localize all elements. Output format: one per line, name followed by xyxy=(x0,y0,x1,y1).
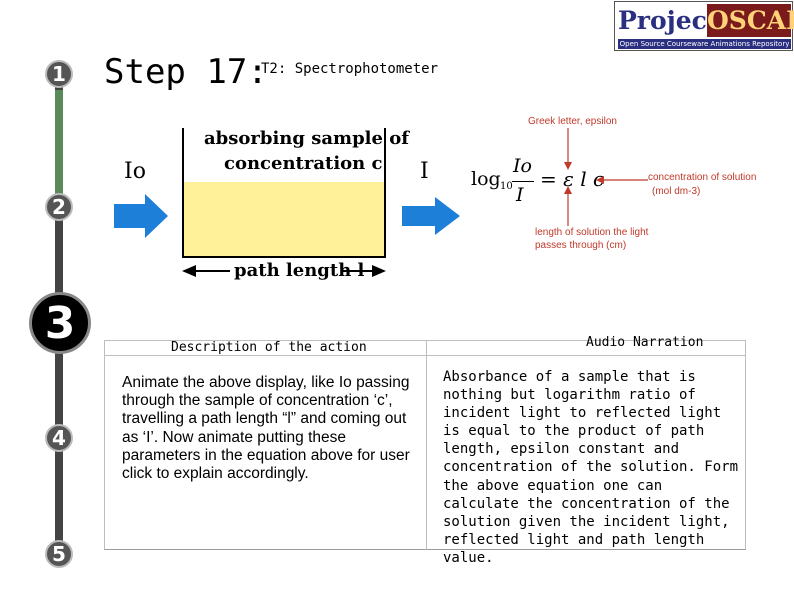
step-badge-2[interactable]: 2 xyxy=(45,193,73,221)
incident-intensity-label: Io xyxy=(124,159,146,184)
transmitted-intensity-label: I xyxy=(420,159,429,184)
transmitted-light-arrow xyxy=(402,197,460,235)
audio-header: Audio Narration xyxy=(586,335,704,350)
description-header: Description of the action xyxy=(171,340,367,355)
epsilon-pointer-head xyxy=(564,162,572,170)
equation-denominator: I xyxy=(516,184,524,206)
step-rail-highlight xyxy=(55,90,63,200)
description-text: Animate the above display, like Io passi… xyxy=(122,374,410,483)
logo-tagline: Open Source Courseware Animations Reposi… xyxy=(618,39,791,49)
step-badge-3-current[interactable]: 3 xyxy=(29,292,91,354)
step-badge-1[interactable]: 1 xyxy=(45,60,73,88)
path-length-left-head xyxy=(182,265,196,277)
annotation-arrows xyxy=(564,128,648,226)
path-length-label: path length l xyxy=(234,260,365,281)
audio-narration-text: Absorbance of a sample that is nothing b… xyxy=(443,369,739,566)
description-panel xyxy=(104,340,426,550)
length-annotation-line2: passes through (cm) xyxy=(535,240,627,251)
equation-numerator: Io xyxy=(513,155,532,177)
step-badge-4[interactable]: 4 xyxy=(45,424,73,452)
logo-oscar-text: OSCAR xyxy=(707,4,794,37)
audio-panel xyxy=(426,340,746,550)
equation-log-base: 10 xyxy=(500,181,513,192)
epsilon-annotation: Greek letter, epsilon xyxy=(528,116,617,127)
step-badge-5[interactable]: 5 xyxy=(45,540,73,568)
sample-label-line2: concentration c xyxy=(224,153,383,174)
step-subtitle: T2: Spectrophotometer xyxy=(261,61,439,77)
equation-fraction-bar xyxy=(512,181,534,182)
concentration-pointer-head xyxy=(596,176,604,184)
equation-rhs: = ε l c xyxy=(540,167,605,191)
solution-fill xyxy=(183,182,385,257)
step-title: Step 17: xyxy=(104,52,268,92)
project-oscar-logo: Project OSCAR Open Source Courseware Ani… xyxy=(614,1,794,51)
beaker-outline xyxy=(182,128,386,258)
length-pointer-head xyxy=(564,186,572,194)
sample-label-line1: absorbing sample of xyxy=(204,128,409,149)
concentration-annotation-line1: concentration of solution xyxy=(648,172,757,183)
concentration-annotation-line2: (mol dm-3) xyxy=(652,186,701,197)
length-annotation-line1: length of solution the light xyxy=(535,227,649,238)
path-length-right-head xyxy=(372,265,386,277)
audio-header-rule xyxy=(427,355,745,356)
description-header-rule xyxy=(105,355,426,356)
incident-light-arrow xyxy=(114,194,168,238)
equation-log: log xyxy=(471,168,501,190)
logo-project-text: Project xyxy=(618,6,719,35)
beaker-figure xyxy=(114,128,460,277)
